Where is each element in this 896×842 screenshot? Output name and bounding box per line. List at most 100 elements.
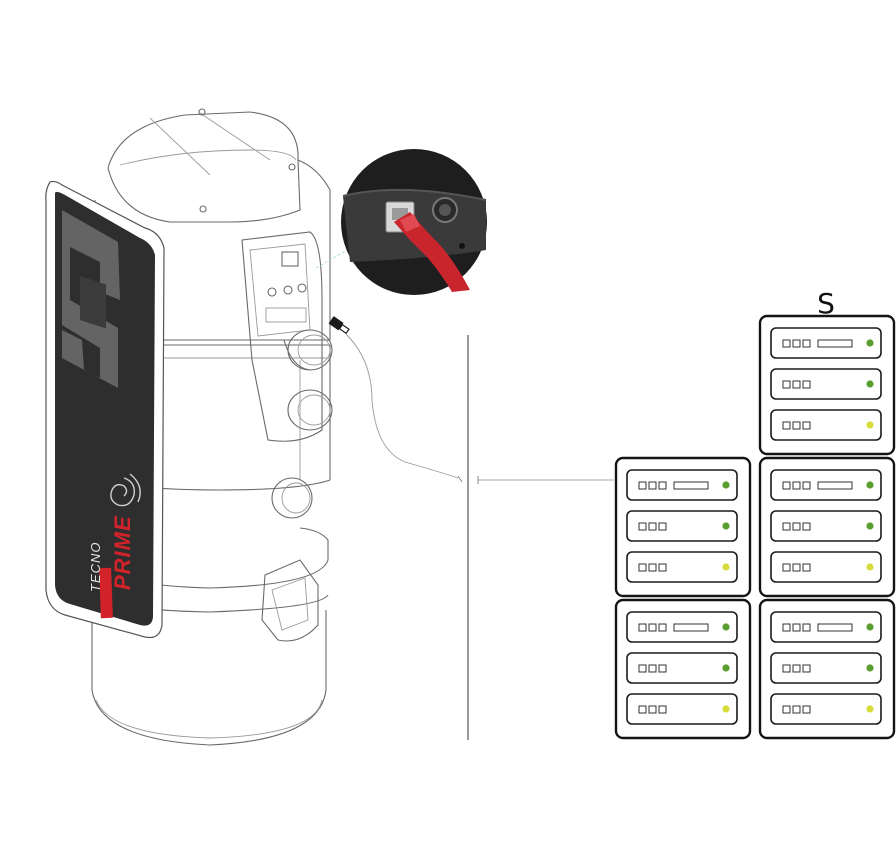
drive-slot-bar bbox=[817, 339, 853, 348]
drive-bay-indicator bbox=[802, 623, 811, 632]
server-rack: S bbox=[614, 287, 896, 740]
front-panel: PRIME TECNO bbox=[45, 180, 165, 639]
drive-bay-indicator bbox=[792, 481, 801, 490]
drive-bay-indicator bbox=[638, 623, 647, 632]
server-unit bbox=[770, 409, 882, 441]
drive-bay-indicator bbox=[648, 522, 657, 531]
rack-module bbox=[614, 598, 752, 740]
rack-module bbox=[614, 456, 752, 598]
drive-bay-indicator bbox=[638, 563, 647, 572]
server-unit bbox=[770, 693, 882, 725]
drive-bay-indicator bbox=[802, 563, 811, 572]
drive-bay-indicator bbox=[802, 664, 811, 673]
drive-bay-indicator bbox=[802, 339, 811, 348]
rack-logo: S bbox=[817, 287, 835, 320]
server-unit bbox=[626, 652, 738, 684]
rack-module bbox=[758, 598, 896, 740]
inlet-knob-lower bbox=[287, 389, 333, 431]
status-led bbox=[866, 339, 874, 347]
drive-bay-indicator bbox=[782, 380, 791, 389]
status-led bbox=[866, 623, 874, 631]
drive-bay-indicator bbox=[658, 623, 667, 632]
drive-bay-indicator bbox=[638, 522, 647, 531]
brand-name-prime: PRIME bbox=[110, 515, 135, 590]
exhaust-port bbox=[271, 477, 313, 519]
drive-bay-indicator bbox=[638, 664, 647, 673]
drive-bay-indicator bbox=[658, 563, 667, 572]
drive-slot-bar bbox=[817, 623, 853, 632]
drive-bay-indicator bbox=[802, 522, 811, 531]
server-unit bbox=[770, 327, 882, 359]
drive-bay-indicator bbox=[782, 421, 791, 430]
drive-bay-indicator bbox=[658, 522, 667, 531]
server-unit bbox=[770, 510, 882, 542]
drive-bay-indicator bbox=[782, 481, 791, 490]
drive-bay-indicator bbox=[648, 563, 657, 572]
server-unit bbox=[770, 652, 882, 684]
zoom-inset-ethernet-port bbox=[315, 149, 487, 295]
drive-slot-bar bbox=[673, 623, 709, 632]
drive-bay-indicator bbox=[658, 705, 667, 714]
server-unit bbox=[626, 469, 738, 501]
status-led bbox=[722, 563, 730, 571]
drive-bay-indicator bbox=[782, 522, 791, 531]
ethernet-plug-icon bbox=[328, 316, 350, 335]
drive-bay-indicator bbox=[802, 421, 811, 430]
drive-bay-indicator bbox=[792, 522, 801, 531]
inlet-knob-upper bbox=[283, 329, 333, 371]
server-unit bbox=[626, 611, 738, 643]
server-unit bbox=[770, 551, 882, 583]
server-unit bbox=[770, 611, 882, 643]
drive-bay-indicator bbox=[648, 481, 657, 490]
drive-bay-indicator bbox=[638, 705, 647, 714]
canister-latch bbox=[261, 559, 319, 642]
vacuum-unit: PRIME TECNO bbox=[45, 108, 333, 746]
status-led bbox=[722, 481, 730, 489]
status-led bbox=[866, 563, 874, 571]
drive-slot-bar bbox=[673, 481, 709, 490]
drive-bay-indicator bbox=[792, 380, 801, 389]
drive-slot-bar bbox=[817, 481, 853, 490]
server-unit bbox=[770, 368, 882, 400]
status-led bbox=[722, 623, 730, 631]
status-led bbox=[866, 664, 874, 672]
status-led bbox=[866, 522, 874, 530]
ethernet-connection bbox=[328, 316, 614, 740]
drive-bay-indicator bbox=[782, 563, 791, 572]
swirl-logo-icon bbox=[110, 473, 141, 507]
status-led bbox=[866, 380, 874, 388]
drive-bay-indicator bbox=[638, 481, 647, 490]
drive-bay-indicator bbox=[648, 664, 657, 673]
status-led bbox=[722, 522, 730, 530]
server-unit bbox=[770, 469, 882, 501]
status-led bbox=[722, 664, 730, 672]
drive-bay-indicator bbox=[792, 421, 801, 430]
drive-bay-indicator bbox=[648, 623, 657, 632]
drive-bay-indicator bbox=[792, 339, 801, 348]
power-switch bbox=[281, 251, 299, 267]
drive-bay-indicator bbox=[782, 339, 791, 348]
drive-bay-indicator bbox=[658, 664, 667, 673]
drive-bay-indicator bbox=[782, 623, 791, 632]
drive-bay-indicator bbox=[782, 705, 791, 714]
drive-bay-indicator bbox=[792, 563, 801, 572]
drive-bay-indicator bbox=[792, 705, 801, 714]
brand-name-tecno: TECNO bbox=[88, 542, 103, 593]
drive-bay-indicator bbox=[658, 481, 667, 490]
drive-bay-indicator bbox=[802, 380, 811, 389]
drive-bay-indicator bbox=[782, 664, 791, 673]
drive-bay-indicator bbox=[802, 705, 811, 714]
status-led bbox=[866, 421, 874, 429]
server-unit bbox=[626, 551, 738, 583]
rack-module bbox=[758, 456, 896, 598]
status-led bbox=[866, 481, 874, 489]
status-led bbox=[722, 705, 730, 713]
server-unit bbox=[626, 693, 738, 725]
drive-bay-indicator bbox=[802, 481, 811, 490]
server-unit bbox=[626, 510, 738, 542]
status-led bbox=[866, 705, 874, 713]
drive-bay-indicator bbox=[792, 623, 801, 632]
rack-module bbox=[758, 314, 896, 456]
drive-bay-indicator bbox=[648, 705, 657, 714]
